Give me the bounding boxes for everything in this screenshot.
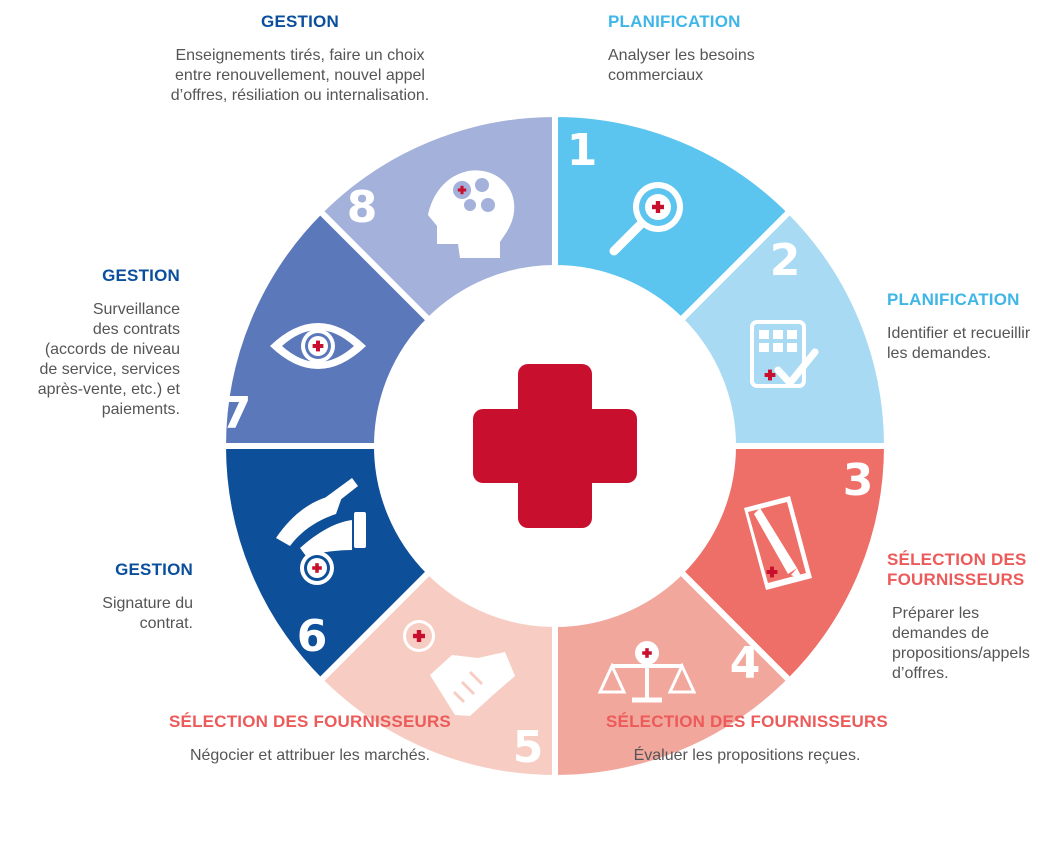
segment-4 <box>552 567 795 782</box>
label-step4: SÉLECTION DES FOURNISSEURS Évaluer les p… <box>597 712 897 766</box>
segment-number-6: 6 <box>297 611 328 662</box>
handshake-icon <box>403 620 515 716</box>
label-step7: GESTION Surveillance des contrats (accor… <box>0 266 180 420</box>
segment-number-3: 3 <box>843 455 874 506</box>
label-step3-heading: SÉLECTION DES FOURNISSEURS <box>887 550 1027 589</box>
label-step4-description: Évaluer les propositions reçues. <box>633 747 861 764</box>
segment-number-5: 5 <box>513 722 544 773</box>
label-step6-description: Signature du contrat. <box>102 595 193 632</box>
label-step1: PLANIFICATION Analyser les besoins comme… <box>608 12 868 86</box>
segment-icons <box>270 170 819 716</box>
label-step8: GESTION Enseignements tirés, faire un ch… <box>150 12 450 106</box>
label-step5-description: Négocier et attribuer les marchés. <box>189 747 431 764</box>
label-step2: PLANIFICATION Identifier et recueillir l… <box>887 290 1057 364</box>
segment-number-4: 4 <box>730 638 761 689</box>
magnifier-icon <box>609 182 683 256</box>
segment-number-8: 8 <box>347 182 378 233</box>
segment-number-7: 7 <box>221 388 252 439</box>
label-step1-description: Analyser les besoins commerciaux <box>608 47 755 84</box>
head-gears-icon <box>428 170 515 258</box>
label-step2-description: Identifier et recueillir les demandes. <box>887 325 1031 362</box>
label-step7-heading: GESTION <box>102 266 180 285</box>
document-pen-icon <box>744 496 812 590</box>
label-step3: SÉLECTION DES FOURNISSEURS Préparer les … <box>887 550 1057 684</box>
signature-hand-icon <box>276 478 366 585</box>
label-step8-heading: GESTION <box>261 12 339 31</box>
label-step1-heading: PLANIFICATION <box>608 12 741 31</box>
segment-numbers: 1 2 3 4 5 6 7 8 <box>221 125 874 773</box>
segment-number-1: 1 <box>567 125 598 176</box>
label-step3-description: Préparer les demandes de propositions/ap… <box>892 605 1030 682</box>
label-step2-heading: PLANIFICATION <box>887 290 1020 309</box>
scales-icon <box>597 641 697 703</box>
segment-number-2: 2 <box>770 235 801 286</box>
center-red-cross <box>473 364 637 528</box>
label-step6-heading: GESTION <box>115 560 193 579</box>
label-step6: GESTION Signature du contrat. <box>40 560 193 634</box>
label-step8-description: Enseignements tirés, faire un choix entr… <box>170 47 430 104</box>
label-step7-description: Surveillance des contrats (accords de ni… <box>37 301 180 418</box>
segment-2 <box>676 206 891 449</box>
label-step5-heading: SÉLECTION DES FOURNISSEURS <box>169 712 451 731</box>
checklist-icon <box>750 320 819 388</box>
label-step5: SÉLECTION DES FOURNISSEURS Négocier et a… <box>160 712 460 766</box>
eye-icon <box>270 323 366 369</box>
label-step4-heading: SÉLECTION DES FOURNISSEURS <box>606 712 888 731</box>
